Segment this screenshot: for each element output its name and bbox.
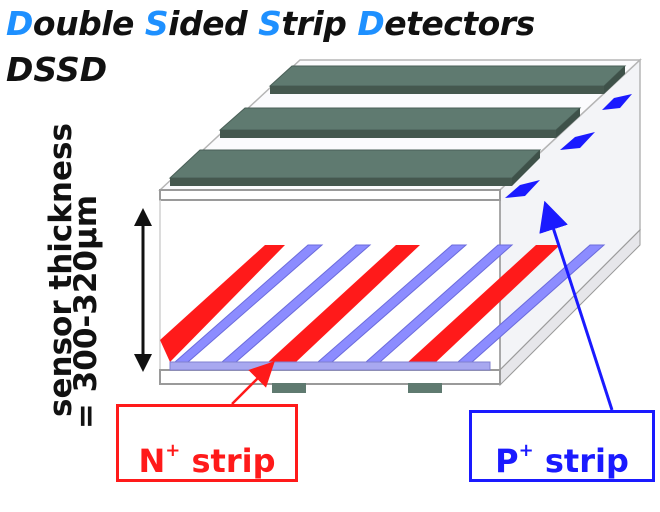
top-strips [168, 65, 627, 186]
p-strip-sup: + [518, 440, 534, 462]
title-letter-d: D [6, 4, 33, 43]
n-strip-sup: + [165, 440, 181, 462]
p-strip-prefix: P [495, 442, 519, 480]
p-strip-ends-back [505, 94, 632, 198]
n-strip-prefix: N [138, 442, 166, 480]
title-letter-d2: D [357, 4, 385, 43]
title-word-trip: trip [281, 4, 358, 43]
n-strip-pointer [231, 361, 275, 405]
p-strip-suffix: strip [533, 442, 629, 480]
p-strip-pointer [539, 200, 614, 411]
thickness-arrow [134, 208, 152, 372]
bottom-pads [272, 383, 442, 393]
diagram-subtitle: DSSD [6, 50, 108, 89]
diagram-title: Double Sided Strip Detectors [6, 4, 535, 44]
title-word-ouble: ouble [32, 4, 145, 43]
n-strip-suffix: strip [180, 442, 276, 480]
title-word-ided: ided [168, 4, 259, 43]
title-word-etectors: etectors [384, 4, 535, 43]
dssd-diagram [134, 58, 642, 411]
thickness-label-line2: = 300-320μm [68, 194, 104, 430]
n-strip-label: N+ strip [116, 404, 298, 482]
title-letter-s1: S [144, 4, 169, 43]
p-strip-label: P+ strip [469, 410, 655, 482]
title-letter-s2: S [258, 4, 282, 43]
